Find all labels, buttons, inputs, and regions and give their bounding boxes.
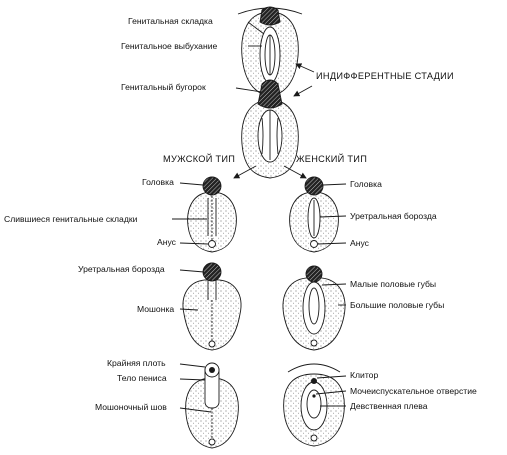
male-stage-3-figure [185,362,239,449]
leader-labia-minora [321,283,347,286]
leader-genital-fold [247,21,265,35]
female-stage-1-figure [289,176,339,253]
label-genital-swelling: Генитальное выбухание [121,41,218,51]
label-male-urethral-groove: Уретральная борозда [78,264,165,274]
leader-male-urethral-groove [179,269,205,273]
leader-female-urethral-groove [319,215,347,218]
indifferent-stage-2-figure [241,79,299,179]
label-labia-minora: Малые половые губы [350,279,436,289]
indifferent-stage-1-figure [237,6,303,97]
female-stage-3-figure [283,363,345,447]
label-female-glans: Головка [350,179,382,189]
header-male: МУЖСКОЙ ТИП [163,153,235,164]
leader-male-glans [179,182,204,186]
leader-female-anus [317,242,347,245]
label-genital-fold: Генитальная складка [128,16,213,26]
leader-penis-body [179,378,206,381]
leader-clitoris [316,375,347,379]
label-foreskin: Крайняя плоть [107,358,166,368]
label-male-glans: Головка [142,177,174,187]
label-hymen: Девственная плева [350,401,428,411]
arrow-to-stage-2 [293,85,313,97]
leader-foreskin [179,363,206,368]
label-penis-body: Тело пениса [117,373,167,383]
male-stage-2-figure [182,262,242,351]
female-stage-2-figure [282,265,346,351]
label-genital-tubercle: Генитальный бугорок [121,82,206,92]
label-female-urethral-groove: Уретральная борозда [350,211,437,221]
leader-male-anus [179,242,209,245]
arrow-to-stage-1 [295,63,315,73]
leader-scrotal-raphe [179,407,212,413]
label-urethral-opening: Мочеиспускательное отверстие [350,386,477,396]
leader-female-glans [322,183,347,186]
arrow-to-male [233,165,257,179]
label-scrotal-raphe: Мошоночный шов [95,402,167,412]
label-fused-folds: Слившиеся генитальные складки [4,214,138,224]
leader-urethral-opening [315,390,347,395]
header-indifferent: ИНДИФФЕРЕНТНЫЕ СТАДИИ [316,71,454,81]
header-female: ЖЕНСКИЙ ТИП [296,153,367,164]
label-female-anus: Анус [350,238,370,248]
label-scrotum: Мошонка [137,304,174,314]
leader-scrotum [179,308,199,311]
label-labia-majora: Большие половые губы [350,300,444,310]
leader-genital-tubercle [235,87,263,93]
label-clitoris: Клитор [350,370,378,380]
arrow-to-female [283,165,307,179]
label-male-anus: Анус [157,237,177,247]
male-stage-1-figure [187,176,237,253]
